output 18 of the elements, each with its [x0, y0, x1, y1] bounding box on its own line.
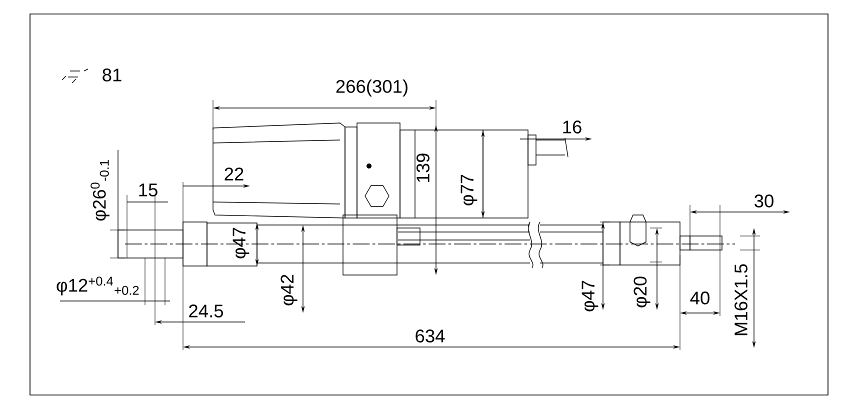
dimension-text: 22 [224, 168, 244, 180]
dimension-text: φ47 [582, 280, 598, 312]
dimension-text: φ47 [232, 228, 250, 258]
dimension-text: 40 [690, 292, 710, 304]
dimension-text: 81 [102, 68, 122, 82]
dimension-text: 24.5 [189, 304, 224, 318]
dimension-text: 634 [416, 330, 445, 342]
dimension-text: 30 [754, 194, 774, 208]
dimension-text: 266(301) [336, 79, 408, 97]
dimension-text: 16 [563, 120, 582, 134]
dimension-text: φ77 [460, 174, 478, 206]
dimension-text: φ26$^{0}$-0.1 [90, 160, 110, 221]
dimension-text: M16X1.5 [734, 264, 748, 336]
dimension-text: φ20 [634, 276, 650, 308]
dimension-text: φ42 [280, 274, 298, 306]
dimension-text: 15 [139, 184, 158, 196]
dimension-text: 139 [416, 154, 430, 182]
dimension-text: φ12$^{+0.4}$+0.2 [56, 276, 139, 296]
